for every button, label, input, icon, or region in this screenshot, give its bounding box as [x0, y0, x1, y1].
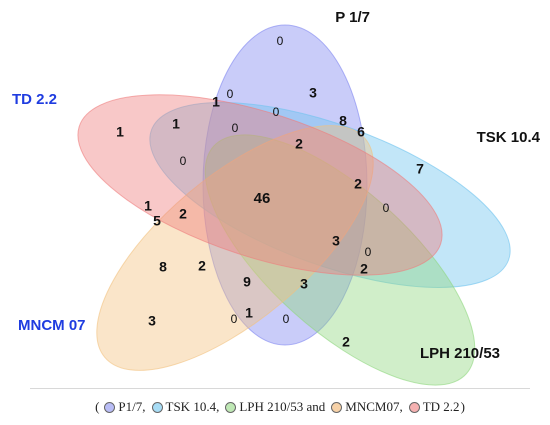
set-label-td: TD 2.2: [12, 91, 57, 108]
region-count: 5: [153, 213, 161, 229]
set-ellipse-p: [202, 24, 368, 346]
region-count: 0: [231, 312, 238, 326]
region-count: 2: [354, 176, 362, 192]
region-count: 1: [212, 94, 220, 110]
legend-marker-lph: [225, 401, 237, 413]
set-ellipse-mn: [96, 125, 374, 371]
region-count: 3: [300, 276, 308, 292]
set-ellipses: [77, 24, 511, 386]
region-count: 0: [383, 201, 390, 215]
region-count: 1: [116, 124, 124, 140]
set-ellipse-td: [77, 94, 443, 276]
region-count: 0: [180, 154, 187, 168]
region-count: 0: [283, 312, 290, 326]
legend-label-td: TD 2.2: [422, 399, 460, 414]
region-count: 9: [243, 274, 251, 290]
set-ellipse-lph: [204, 134, 476, 386]
region-count: 7: [416, 161, 424, 177]
region-count: 2: [342, 334, 350, 350]
region-count: 2: [179, 206, 187, 222]
legend-item-mncm: MNCM07,: [331, 399, 406, 415]
region-count: 0: [232, 121, 239, 135]
caption-close-paren: ): [460, 399, 465, 414]
set-label-p: P 1/7: [335, 9, 370, 26]
region-count: 6: [357, 124, 365, 140]
region-count: 46: [254, 190, 271, 207]
legend-caption: ( P1/7, TSK 10.4, LPH 210/53 and MNCM07,…: [30, 388, 530, 425]
set-label-lph: LPH 210/53: [420, 345, 500, 362]
region-count: 3: [309, 85, 317, 101]
region-count: 2: [295, 136, 303, 152]
legend-label-lph: LPH 210/53 and: [239, 399, 326, 414]
legend-item-tsk: TSK 10.4,: [151, 399, 224, 415]
region-count: 1: [172, 116, 180, 132]
legend-marker-mncm: [331, 401, 343, 413]
region-count: 0: [273, 105, 280, 119]
legend-item-p17: P1/7,: [104, 399, 149, 415]
set-label-tsk: TSK 10.4: [477, 129, 541, 146]
region-count: 2: [198, 258, 206, 274]
region-count: 2: [360, 261, 368, 277]
region-count: 1: [245, 305, 253, 321]
region-count: 8: [159, 259, 167, 275]
region-count: 8: [339, 113, 347, 129]
region-count: 0: [365, 245, 372, 259]
region-count: 1: [144, 198, 152, 214]
legend-label-tsk: TSK 10.4,: [165, 399, 220, 414]
legend-label-p17: P1/7,: [118, 399, 146, 414]
legend-marker-tsk: [151, 401, 163, 413]
legend-marker-p17: [104, 401, 116, 413]
region-count: 3: [148, 313, 156, 329]
legend-marker-td: [408, 401, 420, 413]
region-count: 3: [332, 233, 340, 249]
caption-open-paren: (: [95, 399, 100, 414]
region-count: 0: [277, 34, 284, 48]
legend-item-td: TD 2.2: [408, 399, 460, 415]
legend-item-lph: LPH 210/53 and: [225, 399, 329, 415]
set-label-mn: MNCM 07: [18, 317, 86, 334]
legend-label-mncm: MNCM07,: [345, 399, 403, 414]
region-count: 0: [227, 87, 234, 101]
